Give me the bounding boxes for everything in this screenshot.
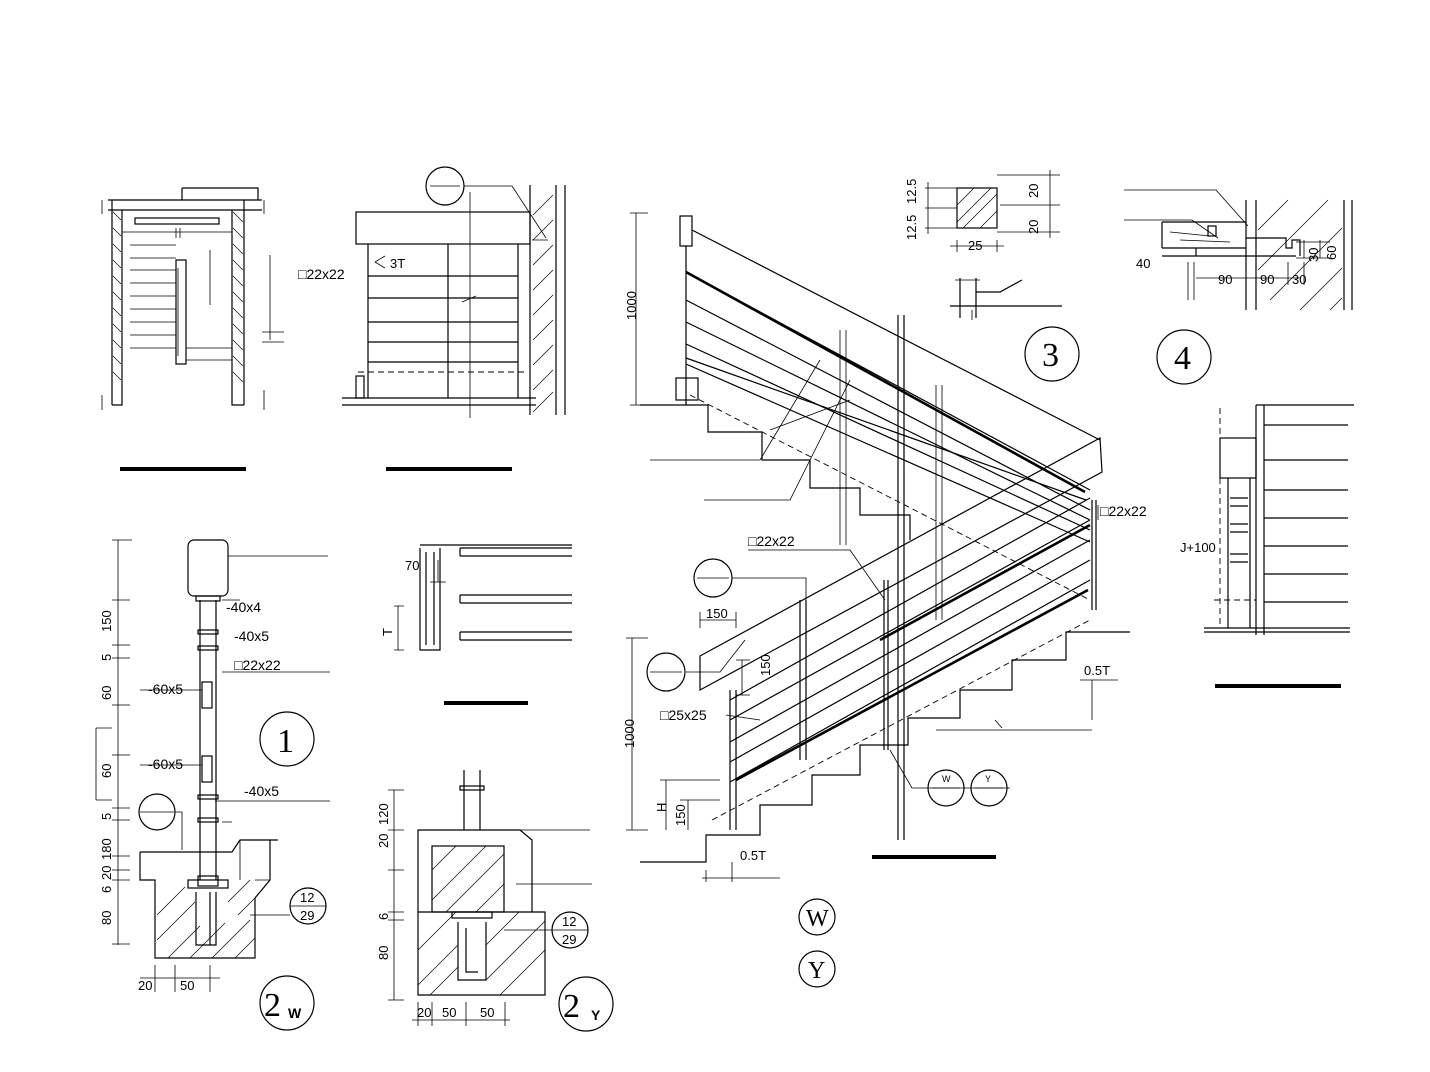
svg-text:3: 3 bbox=[1042, 337, 1059, 374]
detail-3-baluster-section: 12.5 12.5 20 20 25 3 bbox=[904, 170, 1080, 382]
svg-text:150: 150 bbox=[758, 654, 773, 676]
svg-text:29: 29 bbox=[562, 932, 576, 947]
svg-text:60: 60 bbox=[99, 686, 114, 700]
detail-4-tread-nosing: 40 90 90 30 30 60 4 bbox=[1124, 189, 1353, 385]
detail-marker-2w bbox=[259, 975, 315, 1031]
label-sq25: □25x25 bbox=[660, 707, 707, 723]
svg-text:Y: Y bbox=[591, 1007, 601, 1023]
label-sq22-elev: □22x22 bbox=[298, 266, 345, 282]
svg-text:1000: 1000 bbox=[624, 291, 639, 320]
svg-text:12.5: 12.5 bbox=[904, 215, 919, 240]
label-sq22-lower: □22x22 bbox=[748, 533, 795, 549]
svg-text:20: 20 bbox=[417, 1005, 431, 1020]
svg-text:50: 50 bbox=[180, 978, 194, 993]
svg-text:6: 6 bbox=[99, 886, 114, 893]
svg-text:80: 80 bbox=[376, 946, 391, 960]
svg-text:5: 5 bbox=[99, 813, 114, 820]
svg-text:20: 20 bbox=[376, 834, 391, 848]
newel-post-elevation: J+100 bbox=[1180, 404, 1354, 688]
svg-text:20: 20 bbox=[1026, 220, 1041, 234]
svg-text:180: 180 bbox=[99, 838, 114, 860]
svg-text:12.5: 12.5 bbox=[904, 179, 919, 204]
label-40x5-b: -40x5 bbox=[244, 783, 279, 799]
label-3t: 3T bbox=[390, 256, 405, 271]
svg-text:T: T bbox=[380, 628, 395, 636]
detail-marker-2y bbox=[558, 976, 614, 1032]
baluster-panel-detail: T 70 bbox=[380, 544, 572, 705]
label-sq22-newel: □22x22 bbox=[1100, 503, 1147, 519]
detail-2y-post-base: 120 20 6 80 12 29 20 50 50 2 Y bbox=[376, 770, 614, 1032]
svg-text:20: 20 bbox=[1026, 184, 1041, 198]
stair-railing-elevation: 1000 1000 H 150 150 150 □25x25 □22x22 bbox=[622, 212, 1147, 988]
label-60x5-a: -60x5 bbox=[148, 681, 183, 697]
svg-text:5: 5 bbox=[99, 654, 114, 661]
svg-text:50: 50 bbox=[480, 1005, 494, 1020]
label-40x5-a: -40x5 bbox=[234, 628, 269, 644]
svg-text:Y: Y bbox=[808, 958, 825, 984]
label-40x4: -40x4 bbox=[226, 599, 261, 615]
label-j100: J+100 bbox=[1180, 540, 1216, 555]
svg-text:30: 30 bbox=[1292, 272, 1306, 287]
detail-1-post-section: 150 5 60 60 5 180 20 6 80 -40x4 -40x5 □2… bbox=[95, 539, 330, 1031]
svg-text:80: 80 bbox=[99, 911, 114, 925]
legend-marker-y bbox=[798, 950, 836, 988]
svg-text:50: 50 bbox=[442, 1005, 456, 1020]
svg-text:2: 2 bbox=[563, 988, 580, 1025]
svg-text:150: 150 bbox=[673, 804, 688, 826]
svg-text:1: 1 bbox=[277, 723, 294, 760]
svg-text:W: W bbox=[288, 1005, 302, 1021]
svg-text:25: 25 bbox=[968, 238, 982, 253]
svg-text:30: 30 bbox=[1306, 248, 1321, 262]
svg-text:60: 60 bbox=[99, 764, 114, 778]
svg-text:29: 29 bbox=[300, 908, 314, 923]
detail-marker-1 bbox=[259, 711, 315, 767]
svg-text:150: 150 bbox=[99, 610, 114, 632]
svg-text:H: H bbox=[654, 803, 669, 812]
label-half-t-lower: 0.5T bbox=[740, 848, 766, 863]
svg-text:70: 70 bbox=[405, 558, 419, 573]
svg-text:90: 90 bbox=[1218, 272, 1232, 287]
svg-text:Y: Y bbox=[985, 774, 991, 784]
label-60x5-b: -60x5 bbox=[148, 756, 183, 772]
svg-text:4: 4 bbox=[1174, 340, 1191, 377]
label-sq22-d1: □22x22 bbox=[234, 657, 281, 673]
detail-marker-4 bbox=[1156, 329, 1212, 385]
svg-text:6: 6 bbox=[376, 913, 391, 920]
label-half-t-upper: 0.5T bbox=[1084, 663, 1110, 678]
legend-marker-w bbox=[798, 898, 836, 936]
svg-text:20: 20 bbox=[138, 978, 152, 993]
svg-text:60: 60 bbox=[1324, 246, 1339, 260]
landing-railing-elevation: □22x22 3T bbox=[298, 166, 566, 471]
svg-text:12: 12 bbox=[562, 914, 576, 929]
svg-text:W: W bbox=[942, 774, 951, 784]
svg-text:20: 20 bbox=[99, 866, 114, 880]
stair-plan-view bbox=[101, 187, 284, 471]
svg-text:W: W bbox=[806, 906, 829, 932]
svg-text:1000: 1000 bbox=[622, 719, 637, 748]
svg-text:12: 12 bbox=[300, 890, 314, 905]
svg-text:2: 2 bbox=[264, 987, 281, 1024]
detail-marker-3 bbox=[1024, 326, 1080, 382]
svg-text:120: 120 bbox=[376, 803, 391, 825]
svg-text:150: 150 bbox=[706, 606, 728, 621]
svg-text:90: 90 bbox=[1260, 272, 1274, 287]
svg-text:40: 40 bbox=[1136, 256, 1150, 271]
